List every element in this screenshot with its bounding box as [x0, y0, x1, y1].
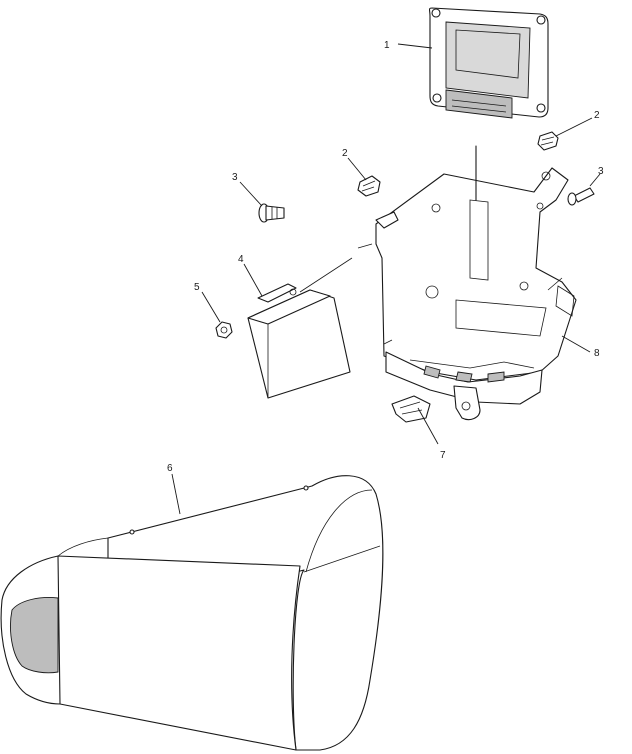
- mounting-bracket-icon: [357, 145, 577, 421]
- callout-6: 6: [167, 463, 173, 474]
- leader-line-2b: [347, 157, 367, 181]
- cover-icon: [0, 475, 384, 751]
- leader-line-3a: [239, 181, 263, 207]
- leader-line-4: [243, 263, 263, 297]
- callout-8: 8: [594, 348, 600, 359]
- clip-nut-icon: [357, 175, 381, 197]
- leader-line-7: [417, 407, 439, 445]
- leader-line-5: [201, 291, 221, 323]
- callout-1: 1: [384, 40, 390, 51]
- leader-line-6: [171, 473, 181, 515]
- leader-line-1: [397, 43, 433, 49]
- nut-icon: [215, 321, 233, 339]
- leader-line-8: [561, 335, 591, 353]
- screw-icon: [567, 187, 595, 206]
- callout-5: 5: [194, 282, 200, 293]
- leader-line-2a: [555, 117, 593, 137]
- clip-nut-icon: [537, 131, 559, 151]
- callout-2-left: 2: [342, 148, 348, 159]
- clip-icon: [391, 395, 431, 423]
- callout-2-right: 2: [594, 110, 600, 121]
- screw-icon: [258, 203, 285, 223]
- leader-line-3b: [589, 173, 601, 187]
- leader-lines: [171, 43, 601, 515]
- callout-4: 4: [238, 254, 244, 265]
- callout-3-right: 3: [598, 166, 604, 177]
- callout-7: 7: [440, 450, 446, 461]
- relay-box-icon: [247, 257, 353, 399]
- control-module-icon: [428, 7, 549, 119]
- callout-3-left: 3: [232, 172, 238, 183]
